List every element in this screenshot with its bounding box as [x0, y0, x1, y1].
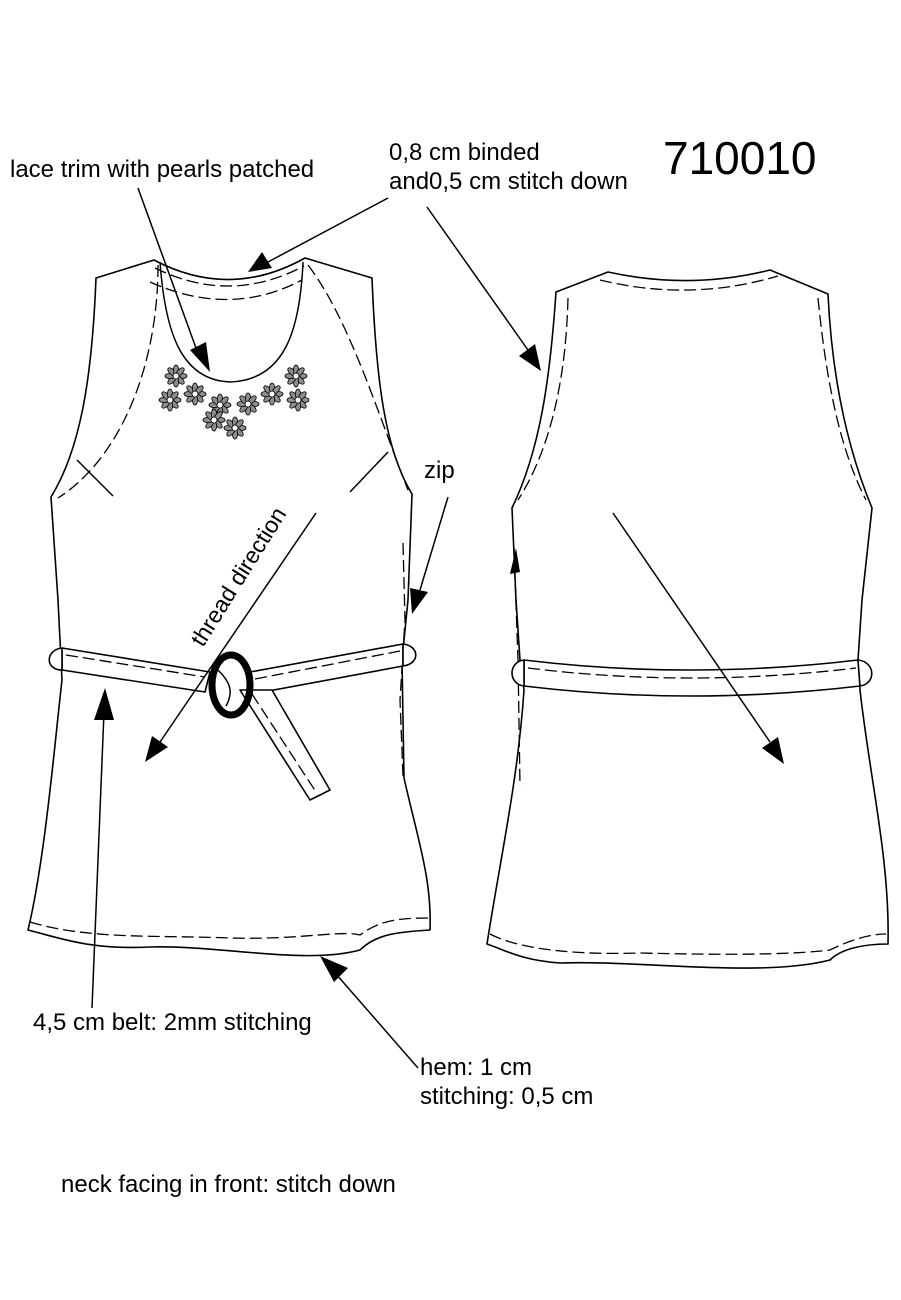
lace-flower: [164, 364, 188, 388]
lace-arrowhead: [190, 342, 210, 372]
front-view: [27, 257, 431, 957]
back-hem-stitching: [489, 933, 887, 955]
back-neck-stitching: [599, 275, 779, 291]
front-zip-stitching: [399, 542, 406, 777]
lace-flower: [236, 392, 260, 416]
front-dart-left: [76, 459, 114, 497]
front-neckline: [159, 261, 304, 383]
zip-label: zip: [424, 457, 455, 484]
front-armhole-stitching-right: [307, 264, 409, 491]
front-hem-stitching: [29, 917, 429, 939]
belt-label: 4,5 cm belt: 2mm stitching: [33, 1009, 312, 1036]
back-view: [486, 269, 889, 969]
lace-flower: [202, 408, 226, 432]
back-body-outline: [486, 269, 889, 969]
belt-buckle: [208, 651, 254, 719]
front-belt: [48, 643, 417, 801]
lace-trim-flowers: [158, 364, 310, 440]
binding-label-line1: 0,8 cm binded: [389, 139, 540, 166]
callout-arrows: [91, 187, 784, 1069]
back-armhole-stitching-left: [517, 297, 569, 501]
front-body-outline: [27, 257, 431, 957]
hem-label-line2: stitching: 0,5 cm: [420, 1083, 594, 1110]
front-neck-stitching: [154, 265, 305, 287]
style-code: 710010: [663, 132, 817, 184]
back-armhole-stitching-right: [817, 297, 867, 501]
lace-flower: [284, 364, 308, 388]
front-armhole-stitching-left: [57, 264, 159, 499]
lace-trim-label: lace trim with pearls patched: [10, 156, 315, 183]
lace-flower: [286, 388, 310, 412]
neck-facing-label: neck facing in front: stitch down: [61, 1171, 396, 1198]
lace-flower: [260, 382, 284, 406]
lace-flower: [183, 382, 207, 406]
lace-flower: [158, 388, 182, 412]
hem-label-line1: hem: 1 cm: [420, 1054, 533, 1081]
lace-flower: [223, 416, 247, 440]
front-dart-right: [349, 451, 389, 493]
binding-label-line2: and0,5 cm stitch down: [389, 168, 628, 195]
back-zip-stitching: [513, 547, 521, 787]
back-belt: [511, 659, 873, 697]
